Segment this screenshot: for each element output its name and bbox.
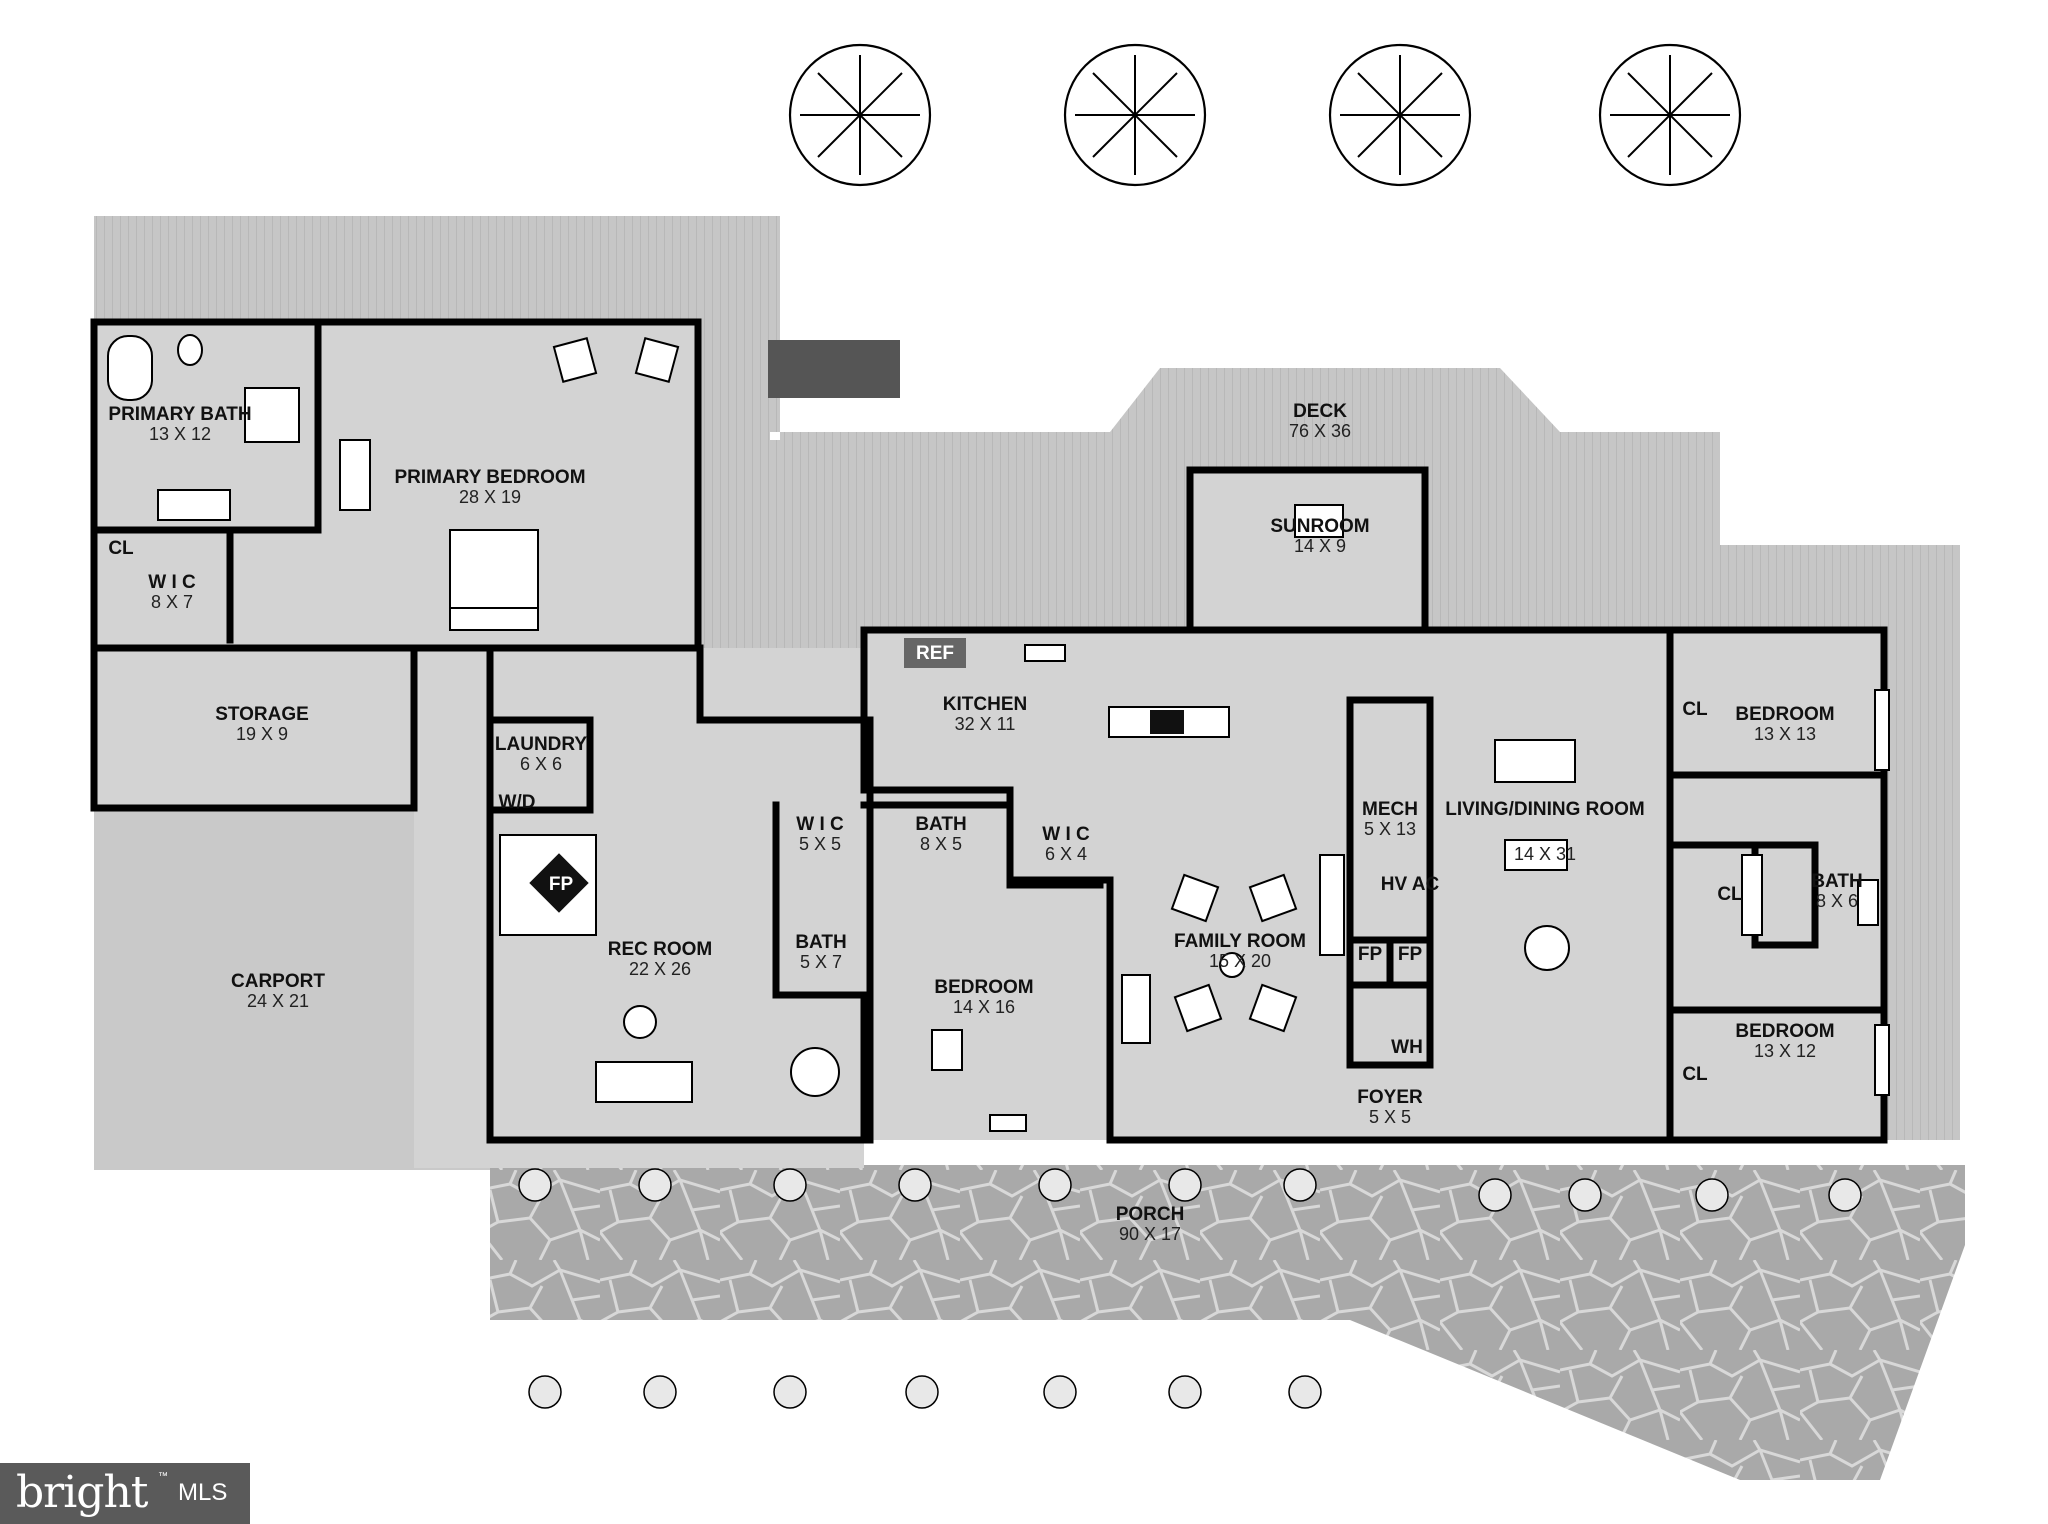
rec-fireplace-icon xyxy=(529,853,589,913)
wic-hall-name: W I C xyxy=(796,814,844,835)
refrigerator-icon xyxy=(904,638,966,668)
bathtub-icon xyxy=(107,335,153,401)
primary-bath-name: PRIMARY BATH xyxy=(108,404,251,425)
walls xyxy=(90,318,1888,1144)
carport-dim: 24 X 21 xyxy=(247,991,309,1011)
fp-2-name: FP xyxy=(1398,944,1423,965)
trees xyxy=(788,43,1742,187)
cl-ne-name: CL xyxy=(1682,699,1708,720)
dining-table-icon xyxy=(1494,739,1576,783)
fp-rec-name: FP xyxy=(549,874,574,895)
sink-icon xyxy=(1024,644,1066,662)
cl-se-name: CL xyxy=(1682,1064,1708,1085)
sunroom-table-icon xyxy=(1294,504,1344,538)
desk-icon xyxy=(931,1029,963,1071)
rec-sofa-icon xyxy=(595,1061,693,1103)
sunroom-name: SUNROOM xyxy=(1270,516,1369,537)
bath-hall-dim: 8 X 5 xyxy=(920,834,962,854)
porch-name: PORCH xyxy=(1116,1204,1185,1225)
kitchen-dim: 32 X 11 xyxy=(955,714,1016,734)
living-dining-name: LIVING/DINING ROOM xyxy=(1445,799,1645,820)
logo-trademark: ™ xyxy=(158,1471,168,1482)
bath-hall-name: BATH xyxy=(915,814,966,835)
shrubs xyxy=(518,1168,1862,1409)
wic-hall-dim: 5 X 5 xyxy=(799,834,841,854)
mech-dim: 5 X 13 xyxy=(1364,819,1416,839)
console-icon xyxy=(1319,854,1345,956)
bath-east-dim: 8 X 6 xyxy=(1816,891,1858,911)
sofa-icon xyxy=(1504,839,1568,871)
wic-bed-name: W I C xyxy=(1042,824,1090,845)
laundry-name: LAUNDRY xyxy=(495,734,588,755)
room-labels: PRIMARY BATH 13 X 12 PRIMARY BEDROOM 28 … xyxy=(108,401,1862,1244)
primary-bedroom-name: PRIMARY BEDROOM xyxy=(394,467,585,488)
foyer-dim: 5 X 5 xyxy=(1369,1107,1411,1127)
logo-brand-text: bright xyxy=(16,1467,148,1518)
bedroom-west-name: BEDROOM xyxy=(934,977,1033,998)
porch-dim: 90 X 17 xyxy=(1119,1224,1181,1244)
round-table-icon xyxy=(790,1047,840,1097)
deck-stairs xyxy=(768,340,900,398)
tv-stand-icon xyxy=(1121,974,1151,1044)
fp-1-name: FP xyxy=(1358,944,1383,965)
sunroom-dim: 14 X 9 xyxy=(1294,536,1346,556)
rec-room-dim: 22 X 26 xyxy=(629,959,691,979)
dresser-icon xyxy=(339,439,371,511)
shower-icon xyxy=(244,387,300,443)
family-room-dim: 15 X 20 xyxy=(1209,951,1271,971)
furniture xyxy=(107,334,1890,1132)
kitchen-name: KITCHEN xyxy=(943,694,1027,715)
living-dining-dim: 14 X 31 xyxy=(1514,844,1576,864)
rec-room-name: REC ROOM xyxy=(608,939,713,960)
bedroom-ne-dim: 13 X 13 xyxy=(1754,724,1816,744)
wic-primary-name: W I C xyxy=(148,572,196,593)
laundry-dim: 6 X 6 xyxy=(520,754,562,774)
hvac-name: HV AC xyxy=(1381,874,1440,895)
carport-name: CARPORT xyxy=(231,971,325,992)
bedroom-se-dim: 13 X 12 xyxy=(1754,1041,1816,1061)
bedroom-west-dim: 14 X 16 xyxy=(953,997,1015,1017)
family-room-name: FAMILY ROOM xyxy=(1174,931,1306,952)
storage-dim: 19 X 9 xyxy=(236,724,288,744)
mech-name: MECH xyxy=(1362,799,1418,820)
ref-name: REF xyxy=(916,643,954,664)
double-vanity-icon xyxy=(157,489,231,521)
deck-dim: 76 X 36 xyxy=(1289,421,1351,441)
storage-name: STORAGE xyxy=(215,704,309,725)
logo-mls-text: MLS xyxy=(178,1479,228,1506)
wic-bed-dim: 6 X 4 xyxy=(1045,844,1087,864)
wic-primary-dim: 8 X 7 xyxy=(151,592,193,612)
deck-name: DECK xyxy=(1293,401,1347,422)
armchair-icon xyxy=(634,336,680,384)
bath-small-name: BATH xyxy=(795,932,846,953)
cl-mid-name: CL xyxy=(1717,884,1743,905)
bright-mls-logo: bright ™ MLS xyxy=(0,1463,250,1524)
wd-name: W/D xyxy=(499,792,536,813)
bedroom-ne-name: BEDROOM xyxy=(1735,704,1834,725)
primary-bedroom-dim: 28 X 19 xyxy=(459,487,521,507)
foyer-name: FOYER xyxy=(1357,1087,1423,1108)
toilet-icon xyxy=(177,334,203,366)
primary-bath-dim: 13 X 12 xyxy=(149,424,211,444)
coffee-table-icon xyxy=(1524,925,1570,971)
bedroom-se-name: BEDROOM xyxy=(1735,1021,1834,1042)
armchair-icon xyxy=(552,336,598,384)
porch-area xyxy=(490,1165,1965,1480)
cl-primary-name: CL xyxy=(108,538,134,559)
bath-east-name: BATH xyxy=(1811,871,1862,892)
side-table-icon xyxy=(1219,952,1245,978)
wh-name: WH xyxy=(1391,1037,1423,1058)
bed-icon xyxy=(449,529,539,621)
bath-small-dim: 5 X 7 xyxy=(800,952,842,972)
